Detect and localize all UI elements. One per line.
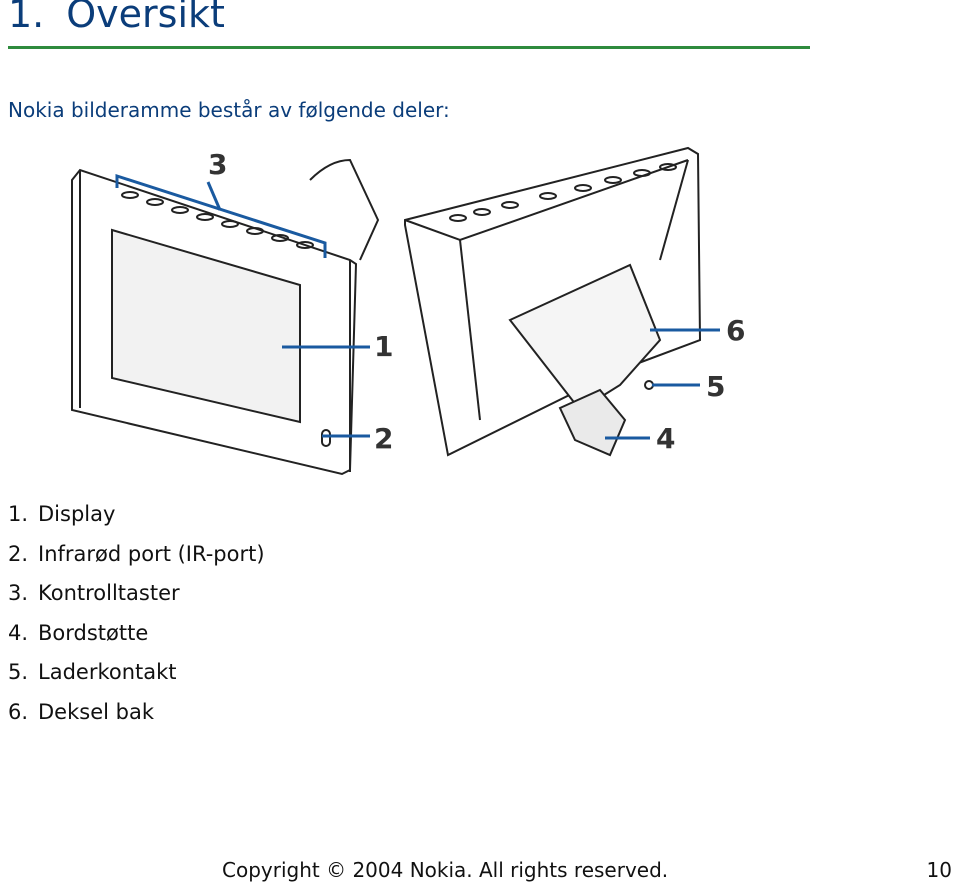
product-illustration: 3 1 2 6 5 4 — [71, 146, 745, 476]
intro-text: Nokia bilderamme består av følgende dele… — [8, 98, 450, 122]
callout-4: 4 — [656, 422, 675, 455]
section-heading: 1. Oversikt — [8, 0, 225, 36]
front-frame — [71, 168, 358, 476]
section-number: 1. — [8, 0, 45, 36]
callout-6: 6 — [726, 314, 745, 347]
control-keys — [121, 191, 314, 249]
list-item: 6.Deksel bak — [8, 699, 154, 724]
section-title: Oversikt — [66, 0, 225, 36]
callout-2: 2 — [374, 422, 393, 455]
list-item: 4.Bordstøtte — [8, 620, 149, 645]
callout-1: 1 — [374, 330, 393, 363]
callout-5: 5 — [706, 370, 725, 403]
page-number: 10 — [926, 858, 952, 882]
rear-stand — [508, 263, 662, 412]
charger-connector — [644, 380, 654, 390]
rear-frame — [404, 146, 702, 457]
list-item: 3.Kontrolltaster — [8, 581, 180, 606]
parts-list: 1.Display 2.Infrarød port (IR-port) 3.Ko… — [8, 500, 265, 738]
ir-port — [321, 429, 331, 447]
list-item: 2.Infrarød port (IR-port) — [8, 541, 265, 566]
list-item: 1.Display — [8, 502, 116, 526]
display-screen — [111, 228, 301, 424]
list-item: 5.Laderkontakt — [8, 660, 177, 685]
copyright-footer: Copyright © 2004 Nokia. All rights reser… — [222, 858, 669, 882]
callout-3: 3 — [208, 148, 227, 181]
table-support — [558, 388, 627, 457]
heading-rule — [8, 46, 810, 49]
